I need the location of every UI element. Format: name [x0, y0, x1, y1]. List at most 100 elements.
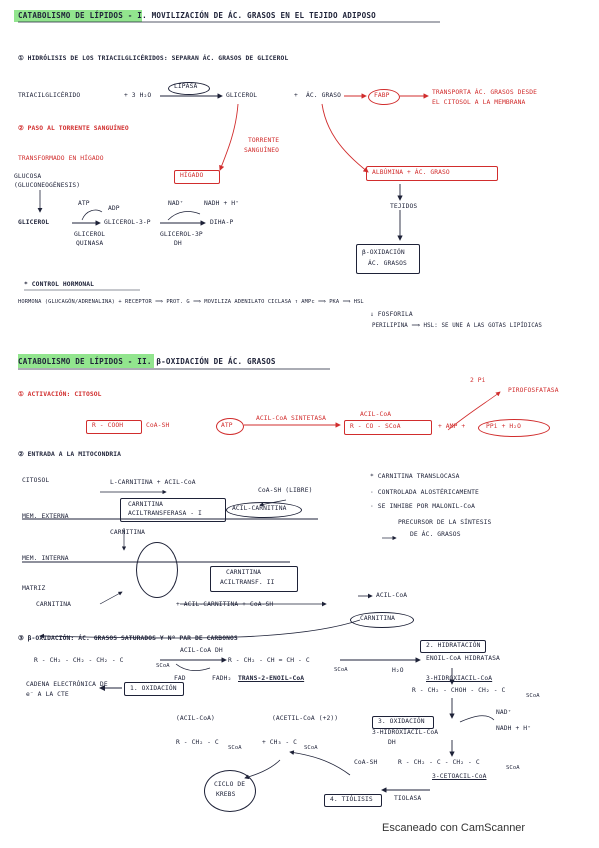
bullet-translocasa: * CARNITINA TRANSLOCASA [370, 473, 460, 480]
glicerol-quinasa-2: QUINASA [76, 240, 104, 247]
bullet-precursor-2: DE ÁC. GRASOS [410, 531, 461, 538]
hadh-label-1: 3-HIDROXIACIL-CoA [372, 729, 439, 736]
fabp-label: FABP [374, 92, 390, 99]
glicerol-3p-label: GLICEROL-3-P [104, 219, 151, 226]
cat1-label-2: ACILTRANSFERASA - I [128, 510, 202, 517]
acil-coa-product: (ACIL-CoA) [176, 715, 215, 722]
lipasa-label: LIPASA [174, 83, 198, 90]
cat2-label-1: CARNITINA [226, 569, 262, 576]
chain-4: R - CH₂ - C [176, 739, 219, 746]
fadh2-label: FADH₂ [212, 675, 232, 682]
control-title: * CONTROL HORMONAL [24, 281, 95, 288]
fosforila-label: ⇓ FOSFORILA [370, 311, 413, 318]
krebs-label-1: CICLO DE [214, 781, 246, 788]
oxidacion1-box [124, 682, 184, 696]
gluconeogenesis-label: (GLUCONEOGÉNESIS) [14, 182, 81, 189]
h2o-label: H₂O [392, 667, 404, 674]
hidratacion-label: 2. HIDRATACIÓN [426, 642, 481, 649]
rcooh-label: R - COOH [92, 422, 124, 429]
lipasa-oval [168, 82, 210, 95]
nadh-label: NADH + H⁺ [204, 200, 240, 207]
rcoscoa-label: R - CO - SCoA [350, 423, 401, 430]
cadena-label-2: e⁻ A LA CTE [26, 691, 69, 698]
bullet-malonil: · SE INHIBE POR MALONIL-CoA [370, 503, 476, 510]
section2-h1: ① ACTIVACIÓN: CITOSOL [18, 391, 102, 398]
coash-label-beta: CoA-SH [354, 759, 378, 766]
albumina-box [366, 166, 498, 181]
cat1-box [120, 498, 226, 522]
section1-title: CATABOLISMO DE LÍPIDOS - I. MOVILIZACIÓN… [18, 11, 376, 20]
acilcoa-dh-label: ACIL-CoA DH [180, 647, 223, 654]
scanner-footer: Escaneado con CamScanner [382, 822, 526, 834]
beta-oxidation-label: β-OXIDACIÓN [362, 249, 405, 256]
acgraso-label: ÁC. GRASO [306, 92, 342, 99]
lcarnitina-label: L-CARNITINA + ACIL-CoA [110, 479, 196, 486]
bullet-alosterica: · CONTROLADA ALOSTÉRICAMENTE [370, 489, 479, 496]
adp-label: ADP [108, 205, 120, 212]
mem-interna-label: MEM. INTERNA [22, 555, 69, 562]
ppi-oval [478, 419, 550, 437]
coash-label: CoA-SH [146, 422, 170, 429]
triacil-label: TRIACILGLICÉRIDO [18, 92, 81, 99]
acilcarnitina-oval [226, 502, 302, 518]
chain-6: R - CH₂ - C - CH₂ - C [398, 759, 480, 766]
beta-oxidation-box [356, 244, 420, 274]
glucosa-label: GLUCOSA [14, 173, 42, 180]
hydroxyacil-label: 3-HIDROXIACIL-CoA [426, 675, 493, 682]
glicerol-quinasa-1: GLICEROL [74, 231, 106, 238]
plus-label: + [294, 92, 298, 99]
scoa-1: SCoA [156, 663, 170, 669]
cat1-label-1: CARNITINA [128, 501, 164, 508]
dihap-label: DIHA-P [210, 219, 234, 226]
glicerol-3p-dh-1: GLICEROL-3P [160, 231, 203, 238]
nad-label-2: NAD⁺ [496, 709, 512, 716]
tiolasa-label: TIOLASA [394, 795, 422, 802]
chain-5: + CH₃ - C [262, 739, 298, 746]
fabp-note-line2: EL CITOSOL A LA MEMBRANA [432, 99, 526, 106]
carnitina-oval [350, 612, 414, 628]
coash-libre-label: CoA-SH (LIBRE) [258, 487, 313, 494]
plus-h2o-label: + 3 H₂O [124, 92, 152, 99]
cadena-label-1: CADENA ELECTRÓNICA DE [26, 681, 108, 688]
tejidos-label: TEJIDOS [390, 203, 418, 210]
citosol-label: CITOSOL [22, 477, 50, 484]
enoil-hidratasa-label: ENOIL-CoA HIDRATASA [426, 655, 500, 662]
nad-label: NAD⁺ [168, 200, 184, 207]
glicerol-label: GLICEROL [226, 92, 258, 99]
fabp-note-line1: TRANSPORTA ÁC. GRASOS DESDE [432, 89, 538, 96]
scoa-5: SCoA [304, 745, 318, 751]
tiolisis-box [324, 794, 382, 807]
carnitina-label-2: CARNITINA [36, 601, 72, 608]
glicerol-3p-dh-2: DH [174, 240, 182, 247]
rcoscoa-box [344, 420, 432, 435]
albumina-label: ALBÚMINA + ÁC. GRASO [372, 169, 450, 176]
scoa-4: SCoA [228, 745, 242, 751]
trans-enoil-label: TRANS-2-ENOIL-CoA [238, 675, 305, 682]
matriz-label: MATRIZ [22, 585, 46, 592]
bullet-precursor-1: PRECURSOR DE LA SÍNTESIS [398, 519, 492, 526]
oxidacion3-label: 3. OXIDACIÓN [378, 718, 425, 725]
section1-h1: ① HIDRÓLISIS DE LOS TRIACILGLICÉRIDOS: S… [18, 55, 289, 62]
nadh-label-2: NADH + H⁺ [496, 725, 532, 732]
control-line: HORMONA (GLUCAGÓN/ADRENALINA) + RECEPTOR… [18, 299, 364, 305]
hadh-label-2: DH [388, 739, 396, 746]
section2-h2: ② ENTRADA A LA MITOCONDRIA [18, 451, 122, 458]
acil-coa-label: ACIL-CoA [360, 411, 392, 418]
highlight-title-2 [18, 354, 154, 368]
higado-box [174, 170, 220, 184]
acetil-coa-product: (ACETIL-CoA (+2)) [272, 715, 339, 722]
section1-h2: ② PASO AL TORRENTE SANGUÍNEO [18, 125, 129, 132]
acil-sintetasa-label: ACIL-CoA SINTETASA [256, 415, 327, 422]
cat2-label-2: ACILTRANSF. II [220, 579, 275, 586]
chain-2: R - CH₂ - CH = CH - C [228, 657, 310, 664]
acilcoa-matrix-label: ACIL-CoA [376, 592, 408, 599]
hidratacion-box [420, 640, 486, 653]
cetoacil-label: 3-CETOACIL-CoA [432, 773, 487, 780]
scoa-3: SCoA [526, 693, 540, 699]
scoa-2: SCoA [334, 667, 348, 673]
perilipina-label: PERILIPINA ⟹ HSL: SE UNE A LAS GOTAS LIP… [372, 323, 542, 329]
cat2-box [210, 566, 298, 592]
atp-oval [216, 418, 244, 435]
tiolisis-label: 4. TIÓLISIS [330, 796, 373, 803]
scoa-6: SCoA [506, 765, 520, 771]
